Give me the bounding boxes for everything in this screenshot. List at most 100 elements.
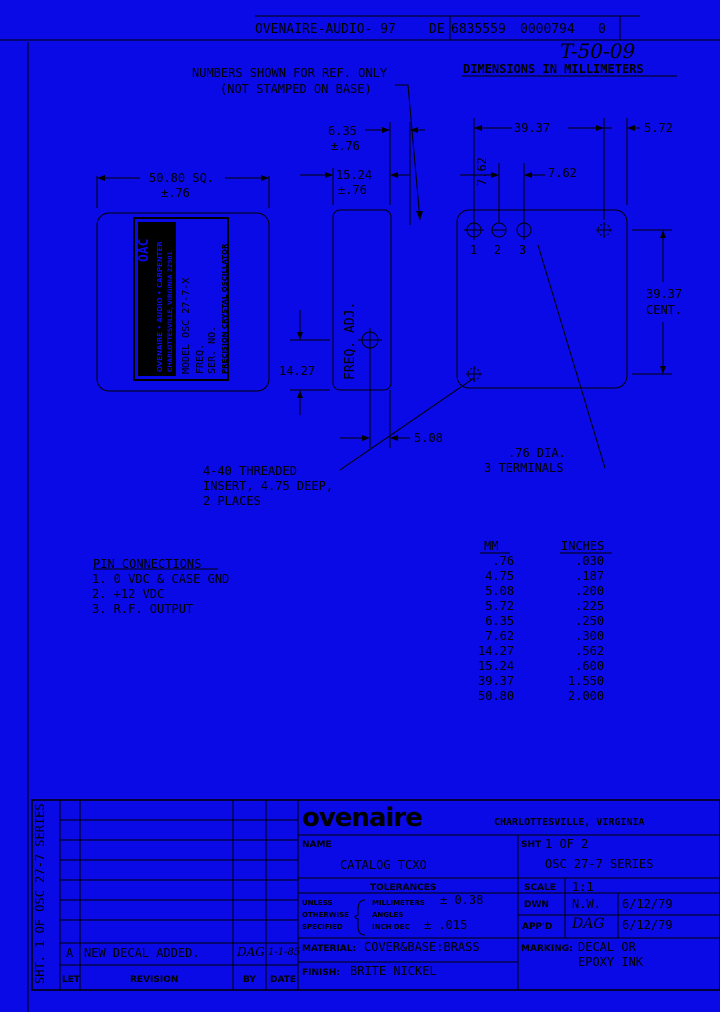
header-code-1: 6835559	[451, 22, 506, 37]
insert-note-1: 4-40 THREADED	[203, 464, 297, 478]
dim-7-62: 7.62	[548, 166, 577, 180]
dwn-date: 6/12/79	[622, 897, 673, 911]
rev-text: NEW DECAL ADDED.	[84, 946, 200, 960]
dim-5-08: 5.08	[414, 431, 443, 445]
otherwise-label: OTHERWISE	[302, 911, 349, 919]
dim-15-24-tol: ±.76	[338, 183, 367, 197]
rev-by: DAG	[237, 945, 265, 959]
tolerances-label: TOLERANCES	[370, 883, 437, 893]
decal-model: MODEL OSC 27-7-X	[181, 277, 192, 374]
material-label: MATERIAL:	[302, 944, 357, 954]
conversion-inch-cell: .030	[575, 554, 605, 568]
pin-connection-3: 3. R.F. OUTPUT	[92, 602, 194, 616]
conversion-inch-cell: .250	[575, 614, 605, 628]
sheet-side-label: SHT. 1 OF OSC 27-7 SERIES	[33, 803, 47, 984]
conversion-mm-cell: 6.35	[485, 614, 515, 628]
pin-connection-1: 1. 0 VDC & CASE GND	[92, 572, 230, 586]
decal-logo: OAC	[137, 238, 152, 262]
dim-50-80: 50.80 SQ.	[149, 171, 215, 185]
scale-value: 1:1	[572, 880, 594, 894]
dim-6-35: 6.35	[328, 124, 357, 138]
sht-value: 1 OF 2	[545, 837, 589, 851]
appd-date: 6/12/79	[622, 918, 673, 932]
scale-label: SCALE	[524, 883, 556, 893]
conversion-mm-cell: 5.08	[485, 584, 515, 598]
by-header: BY	[243, 975, 256, 985]
dim-39-37-top: 39.37	[514, 121, 551, 135]
marking-label: MARKING:	[521, 944, 573, 954]
header-code-3: 0	[598, 22, 606, 37]
conversion-inch-cell: 1.550	[568, 674, 605, 688]
mm-header: MM	[484, 539, 499, 553]
terminal-count: 3 TERMINALS	[484, 461, 564, 475]
conversion-mm-cell: 50.80	[478, 689, 515, 703]
dwn-label: DWN	[524, 900, 549, 910]
pin-connections-title: PIN CONNECTIONS	[93, 557, 202, 571]
revision-header: REVISION	[130, 975, 179, 985]
dim-cent: CENT.	[646, 303, 683, 317]
pin-connection-2: 2. +12 VDC	[92, 587, 165, 601]
insert-note-3: 2 PLACES	[203, 494, 261, 508]
header-de: DE	[429, 22, 445, 37]
rev-date: 1-1-85	[268, 947, 301, 958]
company-city: CHARLOTTESVILLE, VIRGINIA	[494, 817, 645, 828]
pin-3-label: 3	[519, 243, 527, 257]
finish-label: FINISH:	[302, 968, 340, 978]
marking-value-1: DECAL OR	[578, 940, 636, 954]
pin-2-label: 2	[494, 243, 502, 257]
conversion-inch-cell: .600	[575, 659, 605, 673]
finish-value: BRITE NICKEL	[350, 964, 437, 978]
rev-letter: A	[66, 946, 74, 960]
dim-15-24: 15.24	[336, 168, 373, 182]
dim-39-37-side: 39.37	[646, 287, 683, 301]
freq-adj-label: FREQ. ADJ.	[343, 301, 358, 380]
conversion-mm-cell: 39.37	[478, 674, 515, 688]
sht-label: SHT	[521, 840, 542, 850]
header-code-2: 0000794	[520, 22, 575, 37]
conversion-inch-cell: .562	[575, 644, 605, 658]
dim-14-27: 14.27	[279, 364, 316, 378]
dim-7-62-vertical: 7.62	[475, 157, 489, 186]
conversion-inch-cell: .300	[575, 629, 605, 643]
inches-header: INCHES	[561, 539, 605, 553]
angles-label: ANGLES	[372, 911, 404, 919]
conversion-mm-cell: 4.75	[485, 569, 515, 583]
marking-value-2: EPOXY INK	[578, 955, 644, 969]
conversion-mm-cell: 14.27	[478, 644, 515, 658]
ref-note-line-1: NUMBERS SHOWN FOR REF. ONLY	[192, 66, 388, 80]
insert-note-2: INSERT, 4.75 DEEP,	[203, 479, 334, 493]
ref-note-line-2: (NOT STAMPED ON BASE)	[220, 82, 372, 96]
let-header: LET	[62, 975, 81, 985]
conversion-inch-cell: .225	[575, 599, 605, 613]
dimensions-note: DIMENSIONS IN MILLIMETERS	[463, 62, 644, 76]
header-stamp: OVENAIRE-AUDIO- 97	[255, 22, 396, 37]
mm-tolerance: ± 0.38	[440, 893, 484, 907]
conversion-inch-cell: .200	[575, 584, 605, 598]
terminal-dia: .76 DIA.	[508, 446, 566, 460]
pin-1-label: 1	[470, 243, 478, 257]
appd-value: DAG	[572, 916, 605, 932]
conversion-mm-cell: 15.24	[478, 659, 515, 673]
conversion-inch-cell: .187	[575, 569, 605, 583]
conversion-mm-cell: 5.72	[485, 599, 515, 613]
conversion-mm-cell: .76	[492, 554, 515, 568]
name-label: NAME	[302, 840, 332, 850]
date-header: DATE	[270, 975, 297, 985]
dim-6-35-tol: ±.76	[331, 139, 360, 153]
decal-desc: PRECISION CRYSTAL OSCILLATOR	[221, 243, 229, 374]
decal-brand-2: CHARLOTTESVILLE, VIRGINIA 22901	[167, 251, 174, 372]
name-value: CATALOG TCXO	[340, 858, 427, 872]
unless-label: UNLESS	[302, 899, 333, 907]
dim-50-80-tol: ±.76	[161, 186, 190, 200]
company-logo: ovenaire	[302, 803, 423, 833]
millimeters-label: MILLIMETERS	[372, 899, 425, 907]
inch-tolerance: ± .015	[424, 918, 468, 932]
specified-label: SPECIFIED	[302, 923, 343, 931]
handwritten-code: T-50-09	[560, 39, 636, 63]
appd-label: APP'D	[522, 922, 553, 932]
inch-dec-label: INCH DEC	[372, 923, 410, 931]
material-value: COVER&BASE:BRASS	[364, 940, 480, 954]
series-value: OSC 27-7 SERIES	[545, 857, 654, 871]
dim-5-72: 5.72	[644, 121, 673, 135]
conversion-mm-cell: 7.62	[485, 629, 515, 643]
